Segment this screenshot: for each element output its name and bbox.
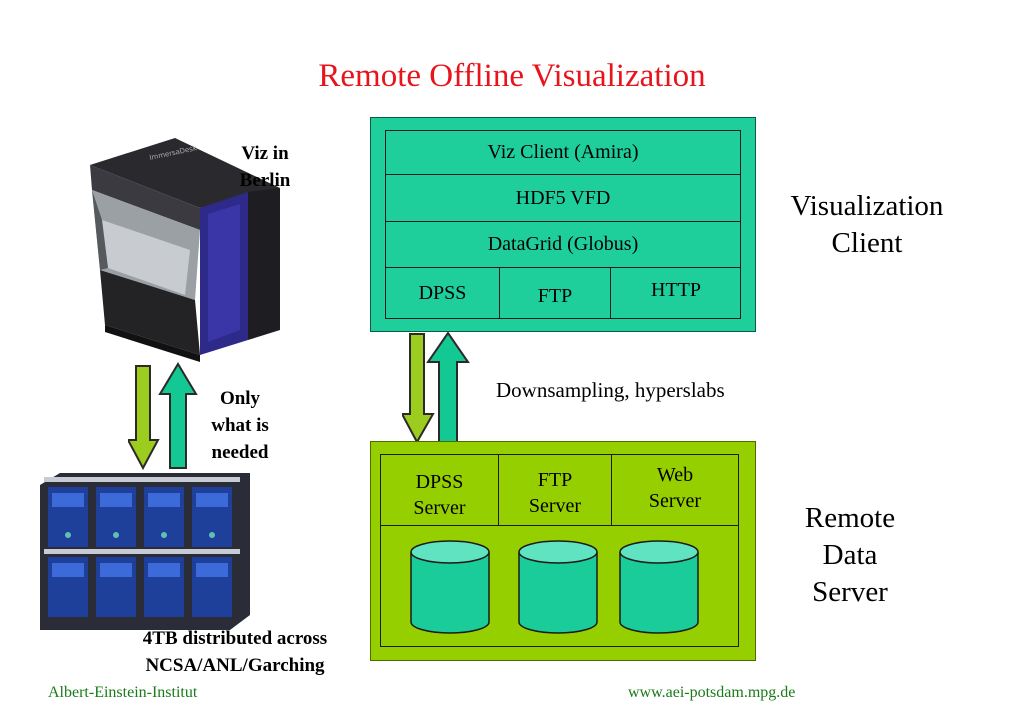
protocol-row: DPSS FTP HTTP: [386, 268, 740, 318]
upload-arrow-icon: [158, 362, 198, 469]
footer-institute: Albert-Einstein-Institut: [48, 684, 198, 701]
visualization-client-box: [370, 117, 756, 332]
web-server-cell: Web Server: [648, 464, 702, 512]
stack-row-hdf5-vfd: HDF5 VFD: [386, 175, 740, 222]
slide-title: Remote Offline Visualization: [318, 58, 706, 94]
ftp-server-cell: FTP Server: [499, 455, 612, 525]
immersive-display-icon: ImmersaDesk: [90, 138, 280, 362]
request-arrow-icon: [402, 333, 435, 445]
server-services-row: DPSS Server FTP Server Web Server: [381, 455, 738, 526]
supercomputer-cluster-icon: [40, 473, 250, 630]
disk-icon: [619, 540, 699, 634]
dpss-server-cell: DPSS Server: [381, 455, 499, 525]
transfer-note: Only what is needed: [211, 388, 269, 463]
client-software-stack: Viz Client (Amira) HDF5 VFD DataGrid (Gl…: [385, 130, 741, 319]
left-transfer-arrows: [128, 362, 198, 471]
protocol-dpss: DPSS: [386, 268, 500, 318]
disk-icon: [518, 540, 598, 634]
stack-row-viz-client: Viz Client (Amira): [386, 131, 740, 175]
visualization-client-label: Visualization Client: [790, 190, 944, 259]
stack-row-datagrid: DataGrid (Globus): [386, 222, 740, 268]
viz-location-label: Viz in Berlin: [239, 143, 291, 191]
server-components: DPSS Server FTP Server Web Server: [380, 454, 739, 647]
download-arrow-icon: [128, 365, 160, 471]
disk-icon: [410, 540, 490, 634]
connection-label: Downsampling, hyperslabs: [496, 378, 725, 402]
remote-data-server-label: Remote Data Server: [804, 502, 896, 608]
storage-disks: [410, 540, 699, 634]
storage-label: 4TB distributed across NCSA/ANL/Garching: [142, 628, 328, 676]
center-transfer-arrows: [402, 331, 470, 445]
footer-url[interactable]: www.aei-potsdam.mpg.de: [628, 684, 796, 701]
protocol-http: HTTP: [651, 278, 701, 301]
response-arrow-icon: [426, 331, 470, 443]
protocol-ftp: FTP: [500, 268, 611, 318]
